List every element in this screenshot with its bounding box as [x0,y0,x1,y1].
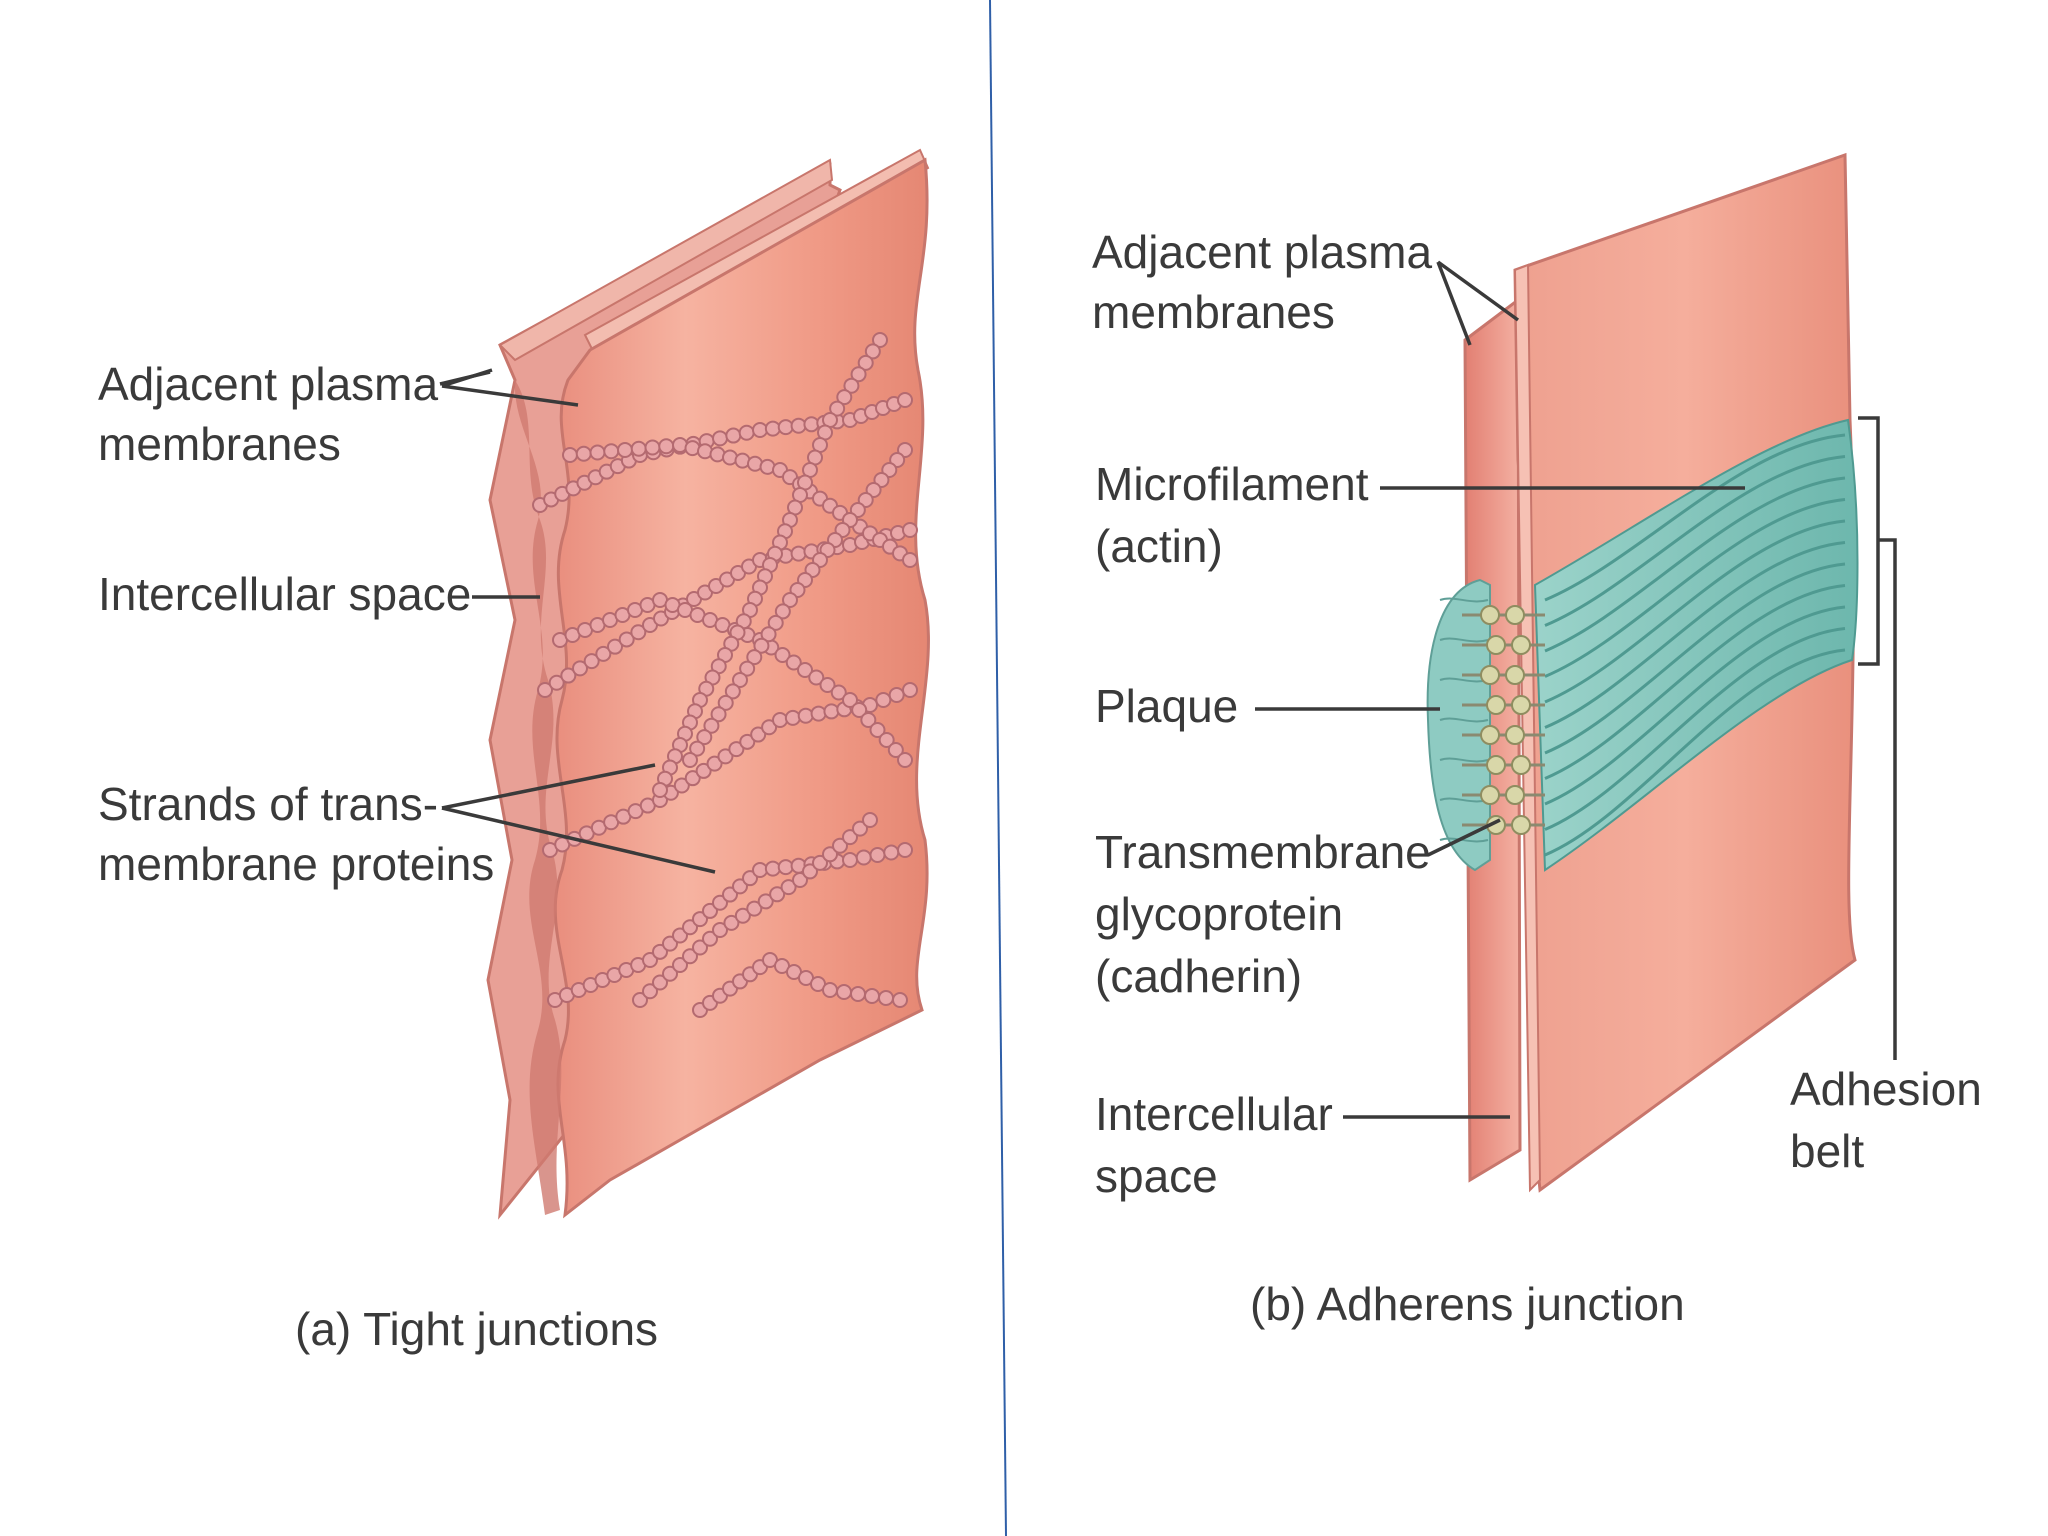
cadherin-head [1481,666,1499,684]
leader-adjacent-a-1 [442,370,492,386]
protein-bead [753,863,767,877]
protein-bead [865,989,879,1003]
cadherin-head [1506,666,1524,684]
label-strands-a: Strands of trans- [98,778,438,830]
protein-bead [786,711,800,725]
protein-bead [903,683,917,697]
label-membranes-a: membranes [98,418,341,470]
caption-tight-junctions: (a) Tight junctions [295,1303,658,1355]
label-membrane-proteins-a: membrane proteins [98,838,494,890]
protein-bead [879,991,893,1005]
panel-divider [990,0,1006,1536]
cadherin-head [1512,636,1530,654]
cadherin-head [1506,726,1524,744]
protein-bead [843,853,857,867]
protein-bead [863,813,877,827]
protein-bead [823,983,837,997]
protein-bead [653,783,667,797]
label-space-b: space [1095,1150,1218,1202]
bracket-adhesion-belt [1878,540,1895,1060]
protein-bead [632,442,646,456]
label-membranes-b: membranes [1092,286,1335,338]
label-plaque: Plaque [1095,680,1238,732]
label-intercellular-space-a: Intercellular space [98,568,471,620]
protein-bead [563,448,577,462]
protein-bead [837,985,851,999]
protein-bead [577,447,591,461]
protein-bead [898,843,912,857]
protein-bead [824,704,838,718]
cadherin-head [1512,696,1530,714]
protein-bead [898,753,912,767]
label-adjacent-plasma-b: Adjacent plasma [1092,226,1432,278]
protein-bead [753,423,767,437]
label-adjacent-plasma-a: Adjacent plasma [98,358,438,410]
cadherin-head [1512,816,1530,834]
protein-bead [779,420,793,434]
cadherin-head [1481,786,1499,804]
bracket-microfilament [1858,418,1878,664]
protein-bead [683,753,697,767]
protein-bead [903,523,917,537]
cadherin-head [1487,696,1505,714]
protein-bead [659,439,673,453]
protein-bead [740,426,754,440]
protein-bead [792,419,806,433]
protein-bead [804,417,818,431]
protein-bead [857,851,871,865]
protein-bead [871,848,885,862]
protein-bead [646,441,660,455]
protein-bead [766,422,780,436]
label-adhesion: Adhesion [1790,1063,1982,1115]
protein-bead [898,393,912,407]
cadherin-head [1481,726,1499,744]
label-actin: (actin) [1095,520,1223,572]
caption-adherens-junction: (b) Adherens junction [1250,1278,1685,1330]
label-intercellular-b: Intercellular [1095,1088,1333,1140]
protein-bead [766,862,780,876]
cadherin-head [1481,606,1499,624]
label-belt: belt [1790,1125,1864,1177]
protein-bead [773,713,787,727]
cadherin-head [1487,636,1505,654]
protein-bead [893,993,907,1007]
cadherin-head [1487,756,1505,774]
protein-bead [851,987,865,1001]
protein-bead [903,553,917,567]
label-transmembrane: Transmembrane [1095,826,1431,878]
protein-bead [713,431,727,445]
protein-bead [726,429,740,443]
cadherin-head [1512,756,1530,774]
protein-bead [890,688,904,702]
protein-bead [884,846,898,860]
protein-bead [618,443,632,457]
label-microfilament: Microfilament [1095,458,1369,510]
label-cadherin: (cadherin) [1095,950,1302,1002]
protein-bead [812,707,826,721]
protein-bead [876,693,890,707]
protein-bead [591,446,605,460]
protein-bead [604,444,618,458]
cadherin-head [1506,606,1524,624]
protein-bead [792,547,806,561]
cadherin-head [1506,786,1524,804]
protein-bead [799,709,813,723]
label-glycoprotein: glycoprotein [1095,888,1343,940]
protein-bead [779,860,793,874]
